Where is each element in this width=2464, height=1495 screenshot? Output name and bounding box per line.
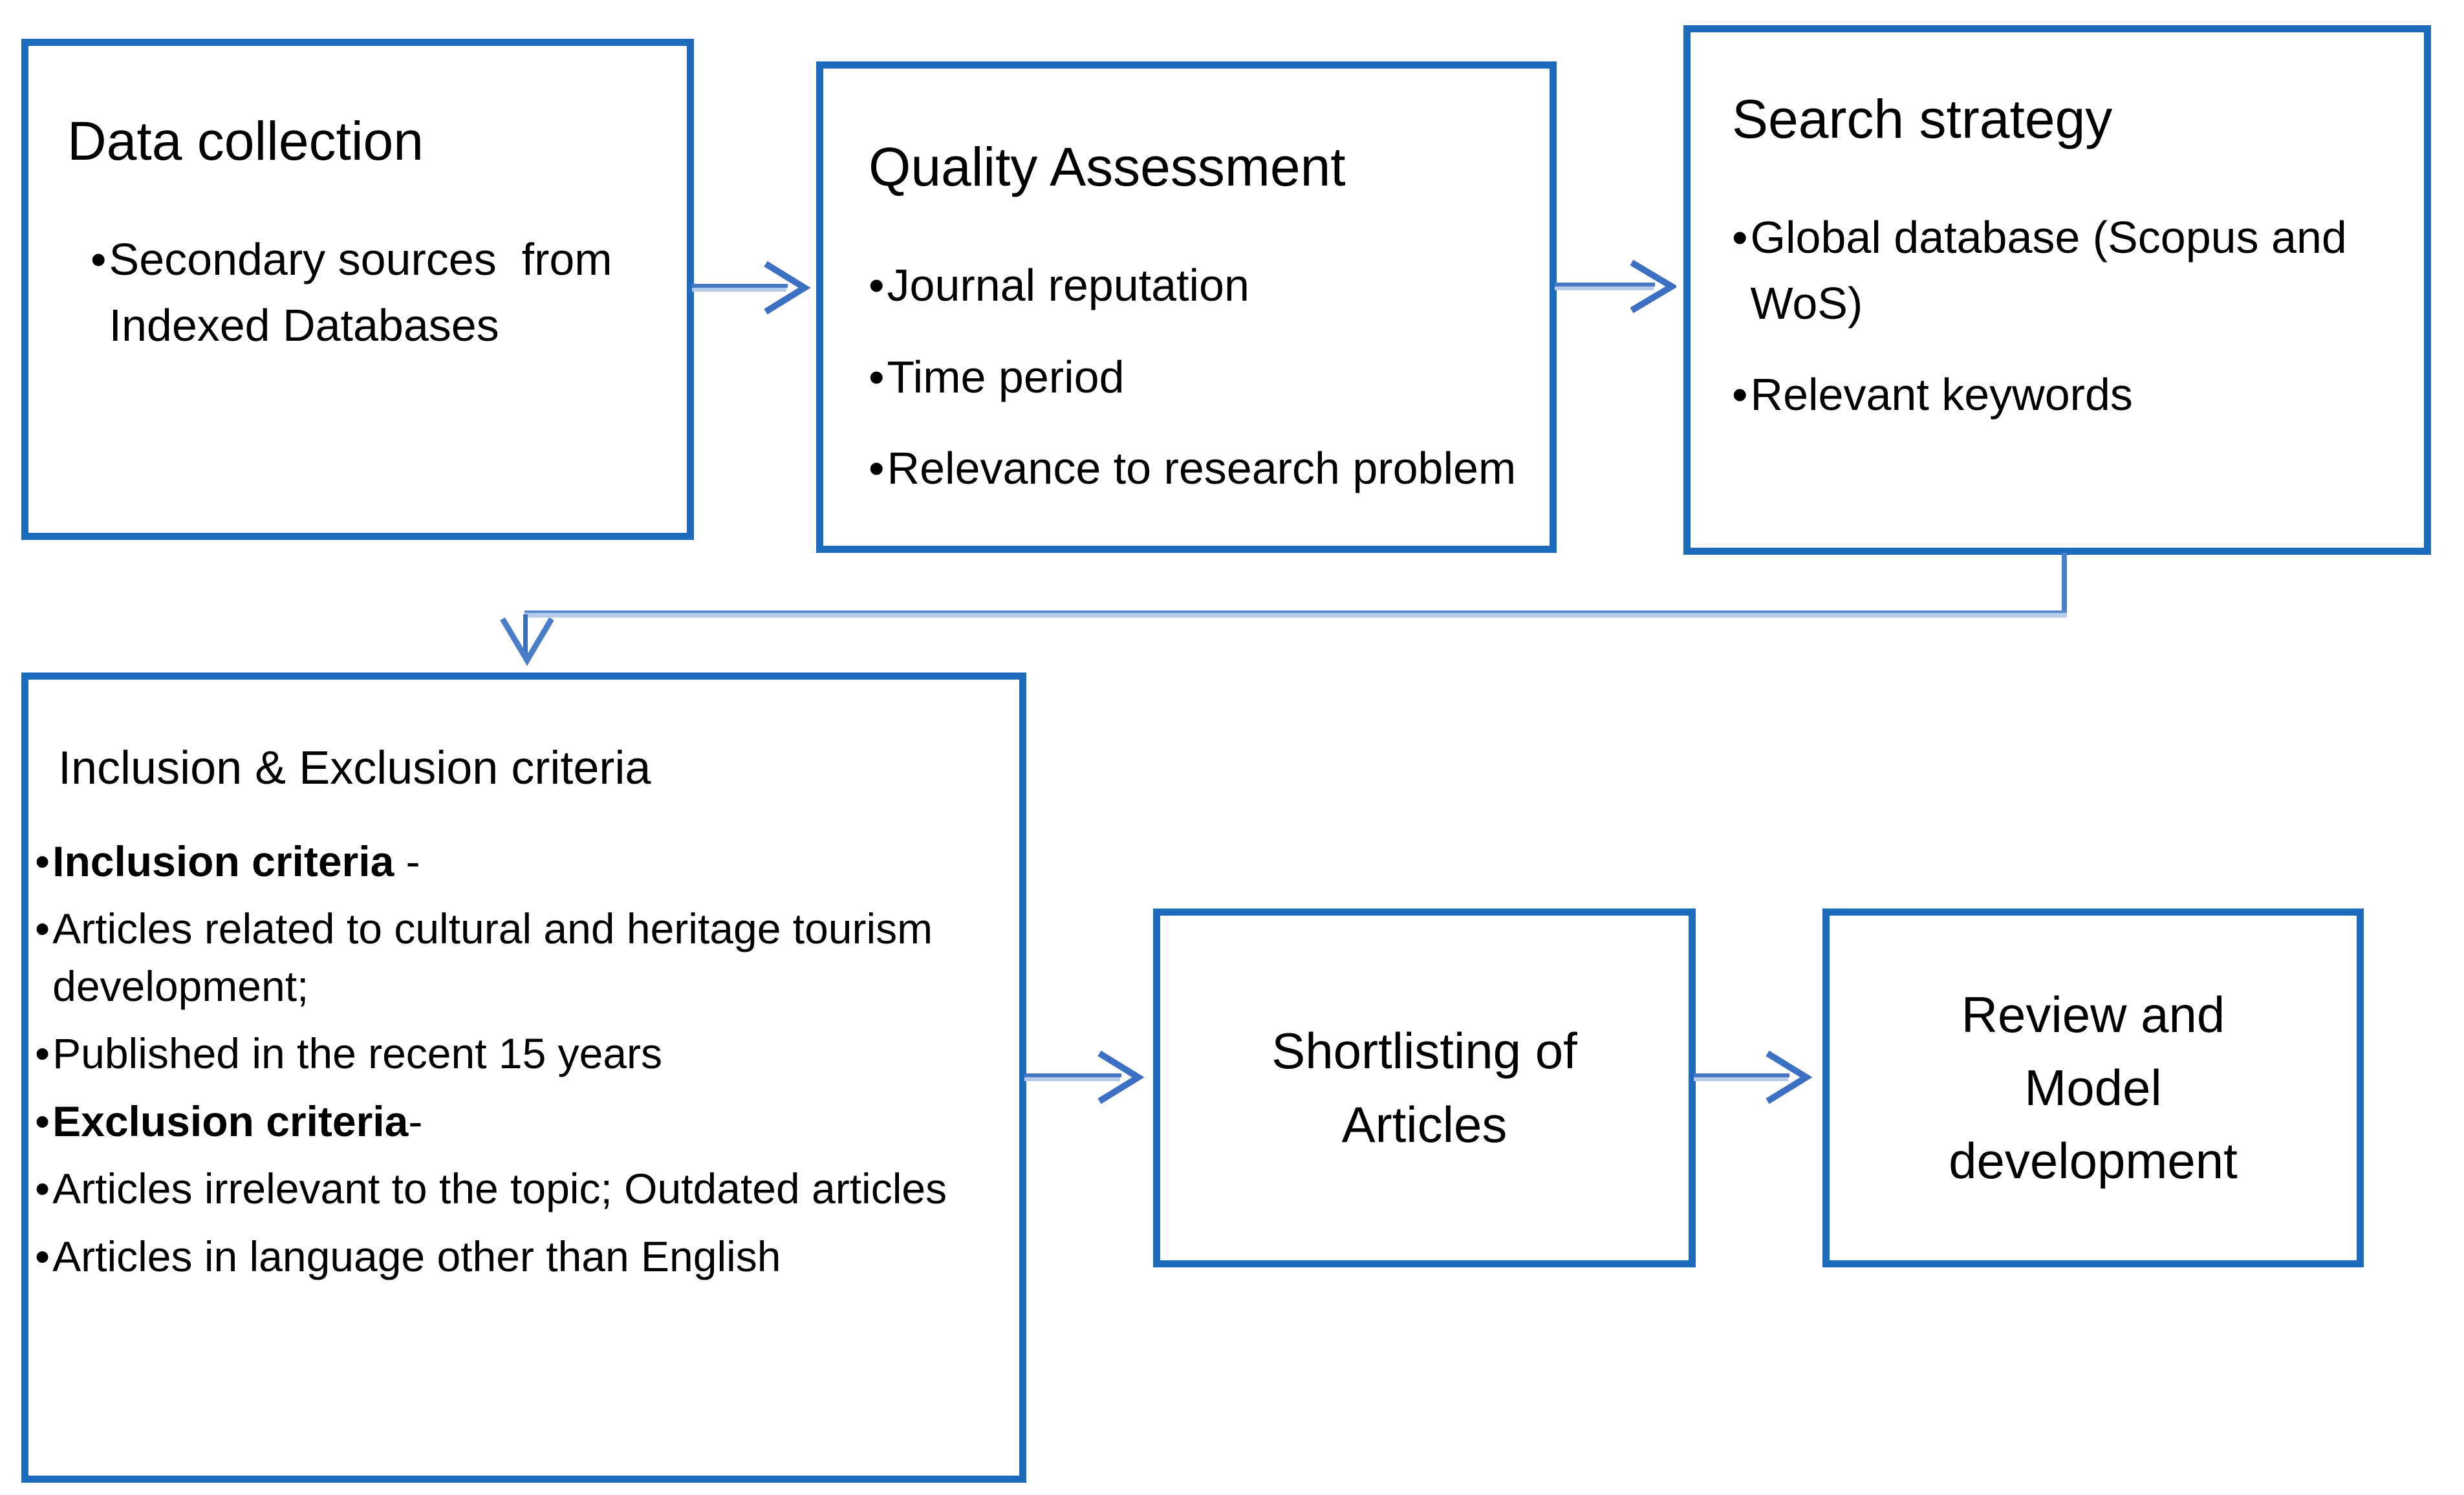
bullet-text: Articles irrelevant to the topic; Outdat… [52,1165,947,1213]
bullet-text: Exclusion criteria- [52,1097,423,1145]
bullet-text: Global database (Scopus and WoS) [1750,212,2360,328]
bullet-dot: • [869,443,885,493]
bullet-item: • Articles in language other than Englis… [35,1228,951,1285]
box-title-quality-assessment: Quality Assessment [869,136,1346,197]
arrow-right-icon [1024,1050,1145,1104]
box-text-line: development [1949,1132,2238,1190]
bullet-text: Published in the recent 15 years [52,1029,663,1078]
bullet-dot: • [35,1097,50,1145]
box-title-inclusion-exclusion: Inclusion & Exclusion criteria [58,742,651,794]
bullet-list: • Global database (Scopus and WoS) • Rel… [1732,205,2405,428]
box-text-line: Shortlisting of [1271,1022,1577,1080]
box-inclusion-exclusion-criteria: Inclusion & Exclusion criteria • Inclusi… [21,672,1026,1483]
box-review-model-development: Review and Model development [1822,909,2364,1267]
arrow-down-icon [500,617,554,666]
bullet-item: • Global database (Scopus and WoS) [1732,205,2405,336]
box-quality-assessment: Quality Assessment • Journal reputation … [816,61,1557,553]
bullet-item: • Articles related to cultural and herit… [35,900,951,1015]
bullet-dot: • [1732,212,1748,263]
bullet-text: Journal reputation [887,260,1249,310]
bullet-item: • Secondary sources from Indexed Databas… [91,227,669,358]
bullet-item: • Relevant keywords [1732,362,2405,428]
bullet-list: • Journal reputation • Time period • Rel… [869,253,1534,502]
bullet-dot: • [869,351,885,402]
bullet-dot: • [1732,369,1748,420]
box-title-search-strategy: Search strategy [1732,89,2113,149]
arrow-right-icon [1694,1050,1813,1104]
bullet-dot: • [35,1232,50,1280]
bullet-dot: • [35,1029,50,1078]
box-text-line: Model [2024,1059,2162,1116]
bullet-dot: • [35,1165,50,1213]
bullet-dot: • [35,905,50,953]
box-shortlisting-of-articles: Shortlisting of Articles [1153,909,1696,1267]
bullet-list: • Secondary sources from Indexed Databas… [91,227,669,358]
elbow-connector-stub-segment [523,614,528,660]
bullet-text: Relevant keywords [1750,369,2133,420]
bullet-dot: • [35,837,50,885]
arrow-right-icon [692,261,811,315]
bullet-item: • Relevance to research problem [869,436,1534,502]
bullet-text: Secondary sources from Indexed Databases [109,234,625,350]
bullet-item: • Articles irrelevant to the topic; Outd… [35,1160,951,1217]
bullet-text: Time period [887,351,1125,402]
box-title-data-collection: Data collection [67,111,424,171]
bullet-dot: • [91,234,107,285]
bullet-text: Articles in language other than English [52,1232,781,1280]
bullet-item: • Exclusion criteria- [35,1093,951,1150]
arrow-right-icon [1555,259,1676,314]
bullet-list: • Inclusion criteria - • Articles relate… [35,833,951,1285]
bullet-text: Relevance to research problem [887,443,1517,493]
box-data-collection: Data collection • Secondary sources from… [21,39,694,540]
elbow-connector-horizontal-segment [524,610,2067,618]
box-search-strategy: Search strategy • Global database (Scopu… [1683,25,2431,555]
box-text-line: Articles [1341,1095,1508,1153]
bullet-item: • Time period [869,345,1534,411]
bullet-item: • Published in the recent 15 years [35,1025,951,1082]
bullet-text: Articles related to cultural and heritag… [52,905,945,1010]
box-text-line: Review and [1961,985,2225,1043]
bullet-text: Inclusion criteria - [52,837,420,885]
bullet-dot: • [869,260,885,310]
bullet-item: • Journal reputation [869,253,1534,319]
bullet-item: • Inclusion criteria - [35,833,951,890]
elbow-connector-vertical-segment [2062,553,2067,614]
